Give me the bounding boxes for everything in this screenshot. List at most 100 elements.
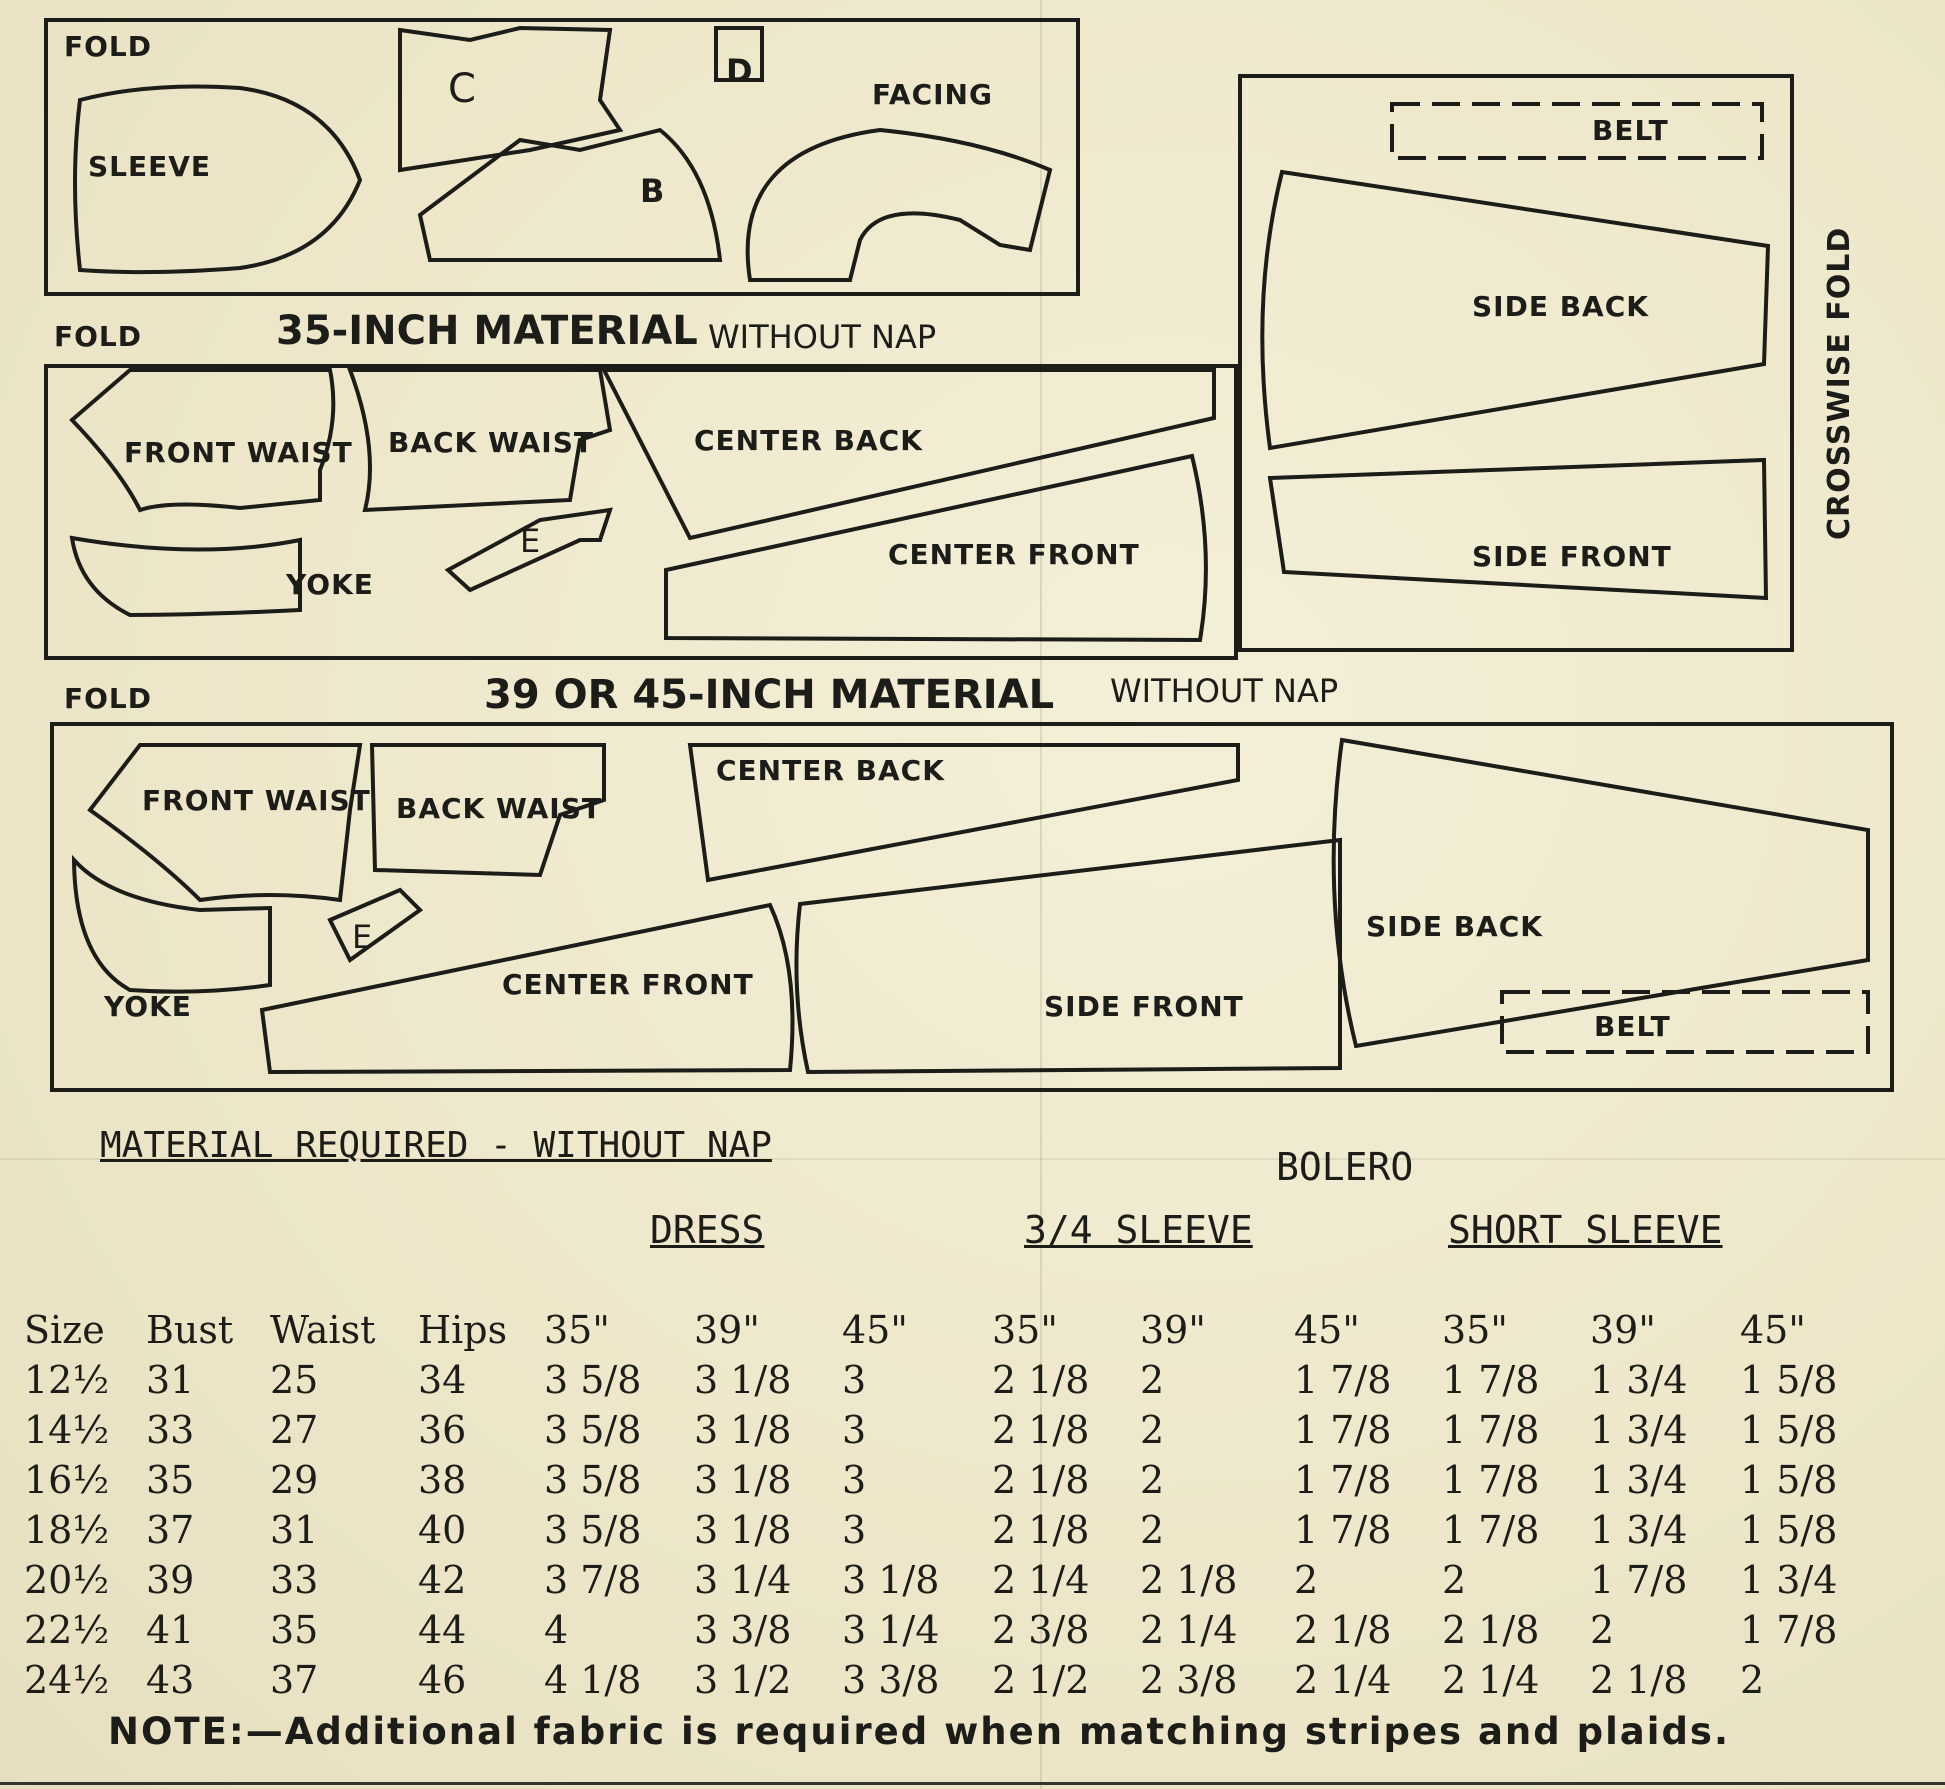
- back-waist-label: BACK WAIST: [396, 792, 602, 825]
- side-back-piece: [1331, 737, 1870, 1049]
- piece-e-label: E: [352, 918, 373, 956]
- table-cell: 2 1/8: [1590, 1658, 1688, 1702]
- column-header: Hips: [418, 1308, 508, 1352]
- table-cell: 2 1/8: [1442, 1608, 1540, 1652]
- belt-label: BELT: [1592, 114, 1669, 147]
- layout-box-35-inch: [44, 364, 1238, 660]
- yoke-label: YOKE: [104, 990, 192, 1023]
- table-cell: 2 1/2: [992, 1658, 1090, 1702]
- table-cell: 3: [842, 1408, 867, 1452]
- center-front-piece: [259, 902, 795, 1075]
- table-cell: 35: [270, 1608, 319, 1652]
- column-header: 35": [1442, 1308, 1508, 1352]
- without-nap-label: WITHOUT NAP: [708, 318, 937, 356]
- short-sleeve-heading: SHORT SLEEVE: [1448, 1208, 1723, 1252]
- table-cell: 25: [270, 1358, 319, 1402]
- table-cell: 1 3/4: [1590, 1458, 1688, 1502]
- column-header: 35": [992, 1308, 1058, 1352]
- table-cell: 2 1/4: [1294, 1658, 1392, 1702]
- table-cell: 1 7/8: [1442, 1408, 1540, 1452]
- without-nap-label: WITHOUT NAP: [1110, 672, 1339, 710]
- material-39-45-label: 39 OR 45-INCH MATERIAL: [484, 672, 1055, 718]
- sleeve-piece: [73, 84, 363, 275]
- piece-d-label: D: [726, 52, 753, 90]
- table-cell: 4: [544, 1608, 569, 1652]
- paper-crease: [0, 1158, 1945, 1160]
- table-cell: 46: [418, 1658, 467, 1702]
- table-cell: 3 3/8: [694, 1608, 792, 1652]
- table-cell: 1 3/4: [1590, 1508, 1688, 1552]
- piece-e-layout2: [444, 507, 613, 593]
- material-requirements-table: Size Bust Waist Hips 35" 39" 45" 35" 39"…: [24, 1305, 1870, 1705]
- material-required-title: MATERIAL REQUIRED - WITHOUT NAP: [100, 1125, 772, 1166]
- table-cell: 36: [418, 1408, 467, 1452]
- table-cell: 44: [418, 1608, 467, 1652]
- table-cell: 1 5/8: [1740, 1358, 1838, 1402]
- table-cell: 3: [842, 1458, 867, 1502]
- table-cell: 2 1/8: [992, 1358, 1090, 1402]
- table-cell: 40: [418, 1508, 467, 1552]
- table-cell: 2: [1590, 1608, 1615, 1652]
- table-cell: 1 7/8: [1294, 1508, 1392, 1552]
- table-cell: 3 1/2: [694, 1658, 792, 1702]
- center-back-piece: [600, 368, 1216, 541]
- facing-piece: [745, 127, 1053, 282]
- table-cell: 3 5/8: [544, 1508, 642, 1552]
- table-cell: 1 5/8: [1740, 1458, 1838, 1502]
- table-cell: 2: [1442, 1558, 1467, 1602]
- table-cell: 2 1/8: [992, 1458, 1090, 1502]
- table-cell: 4 1/8: [544, 1658, 642, 1702]
- table-cell: 2 1/4: [1140, 1608, 1238, 1652]
- table-cell: 16½: [24, 1458, 110, 1502]
- table-cell: 3 7/8: [544, 1558, 642, 1602]
- table-cell: 1 7/8: [1590, 1558, 1688, 1602]
- piece-c: [398, 25, 624, 173]
- table-cell: 2 1/8: [992, 1408, 1090, 1452]
- column-header: 45": [1740, 1308, 1806, 1352]
- column-header: Waist: [270, 1308, 376, 1352]
- table-cell: 12½: [24, 1358, 110, 1402]
- sleeve-label: SLEEVE: [88, 150, 212, 183]
- piece-d: [714, 26, 764, 82]
- piece-b: [417, 127, 723, 262]
- table-cell: 2: [1140, 1508, 1165, 1552]
- crosswise-fold-label: CROSSWISE FOLD: [1822, 226, 1857, 540]
- back-waist-piece: [369, 743, 606, 878]
- table-cell: 2 3/8: [992, 1608, 1090, 1652]
- column-header: 45": [1294, 1308, 1360, 1352]
- paper-crease: [1040, 0, 1042, 1789]
- layout-box-39-45-inch: [50, 722, 1894, 1092]
- belt-outline: [1500, 990, 1870, 1054]
- note-text: NOTE:—Additional fabric is required when…: [108, 1710, 1731, 1753]
- side-back-label: SIDE BACK: [1472, 290, 1649, 323]
- table-cell: 20½: [24, 1558, 110, 1602]
- side-front-label: SIDE FRONT: [1044, 990, 1244, 1023]
- table-cell: 22½: [24, 1608, 110, 1652]
- facing-label: FACING: [872, 78, 993, 111]
- belt-outline: [1390, 102, 1764, 160]
- table-cell: 1 7/8: [1294, 1358, 1392, 1402]
- table-cell: 1 3/4: [1590, 1408, 1688, 1452]
- center-back-label: CENTER BACK: [716, 754, 945, 787]
- table-cell: 1 7/8: [1442, 1508, 1540, 1552]
- table-cell: 2 1/8: [1140, 1558, 1238, 1602]
- table-cell: 29: [270, 1458, 319, 1502]
- table-cell: 1 7/8: [1442, 1458, 1540, 1502]
- table-cell: 3 1/4: [694, 1558, 792, 1602]
- yoke-label: YOKE: [286, 568, 374, 601]
- fold-label: FOLD: [64, 682, 153, 715]
- yoke-piece: [69, 535, 302, 618]
- table-header-row: Size Bust Waist Hips 35" 39" 45" 35" 39"…: [24, 1305, 1870, 1355]
- table-cell: 1 3/4: [1740, 1558, 1838, 1602]
- table-cell: 3 3/8: [842, 1658, 940, 1702]
- table-cell: 3 1/8: [694, 1358, 792, 1402]
- table-cell: 24½: [24, 1658, 110, 1702]
- column-header: Bust: [146, 1308, 234, 1352]
- table-cell: 14½: [24, 1408, 110, 1452]
- column-header: 39": [1590, 1308, 1656, 1352]
- three-quarter-sleeve-heading: 3/4 SLEEVE: [1024, 1208, 1253, 1252]
